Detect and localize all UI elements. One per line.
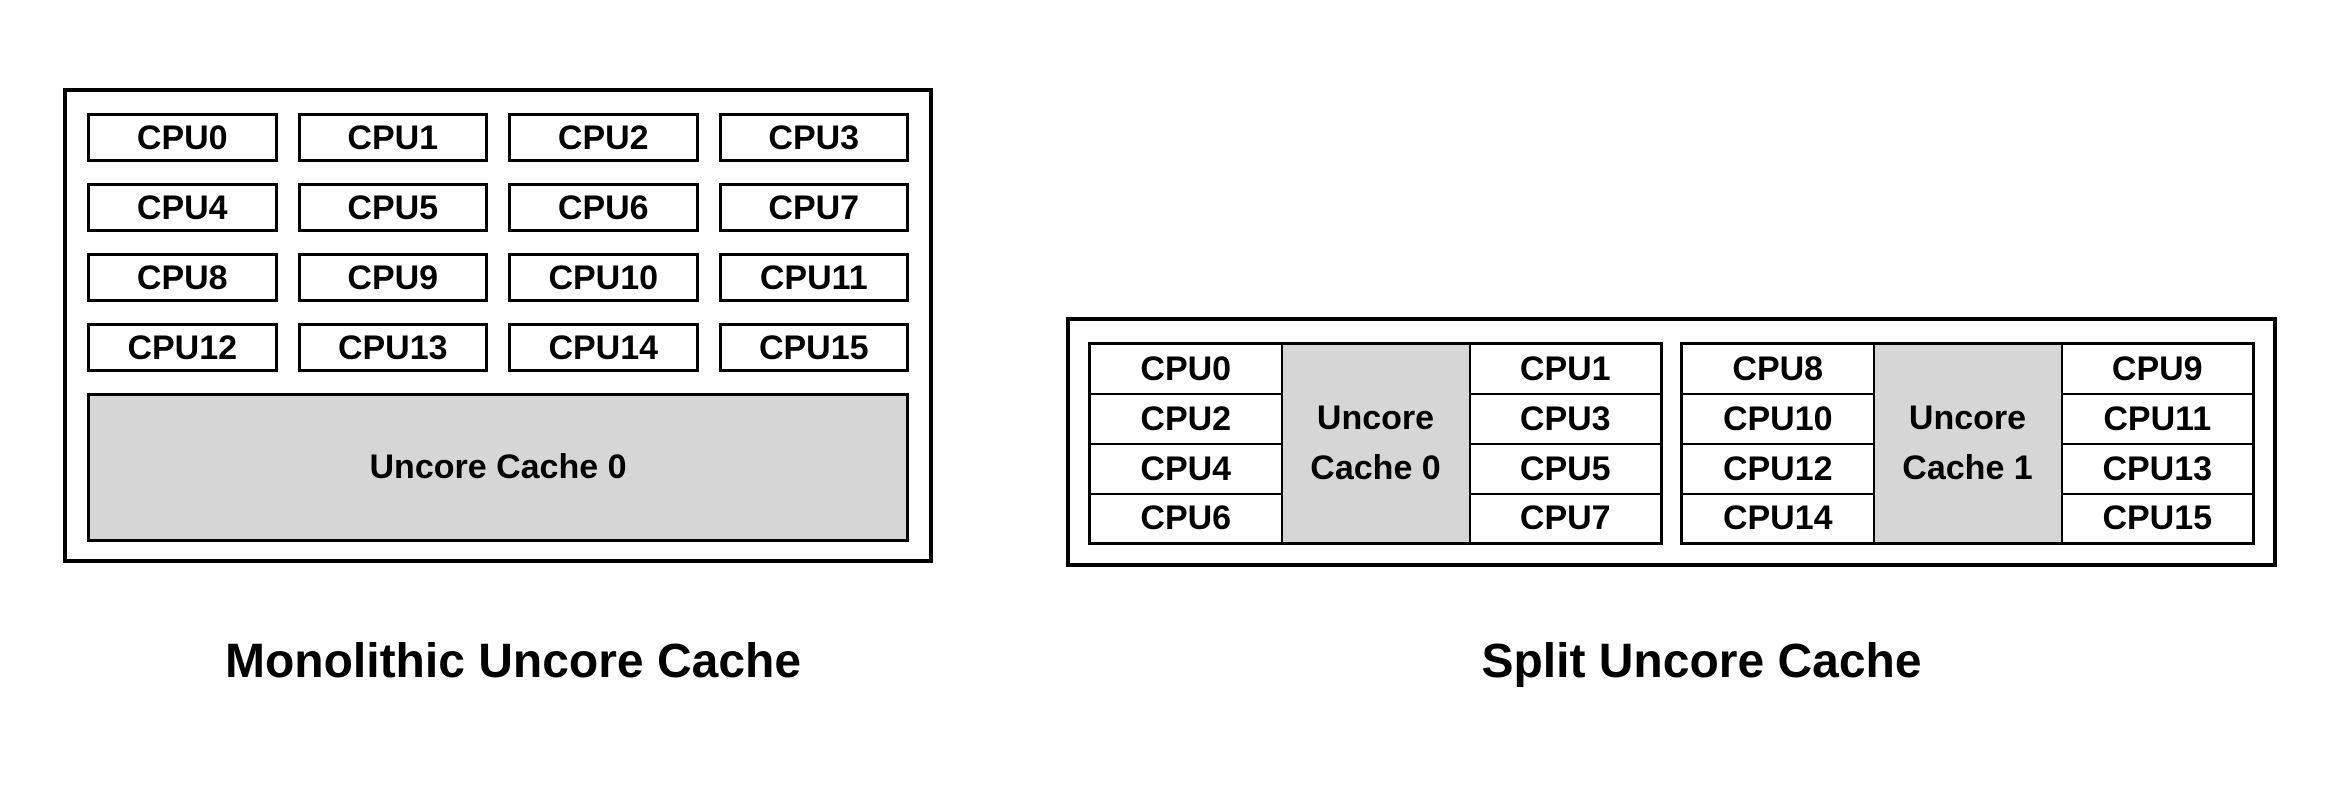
cpu-cell: CPU0: [1088, 342, 1283, 395]
cpu-cell: CPU5: [1468, 442, 1663, 495]
cpu-cell: CPU1: [1468, 342, 1663, 395]
monolithic-cpu-grid: CPU0 CPU1 CPU2 CPU3 CPU4 CPU5 CPU6 CPU7 …: [87, 113, 909, 372]
cpu-box: CPU6: [508, 183, 699, 232]
uncore-cache-0-box: Uncore Cache 0: [87, 393, 909, 542]
cpu-cell: CPU15: [2060, 492, 2255, 545]
cpu-cell: CPU8: [1680, 342, 1875, 395]
cpu-box: CPU1: [297, 113, 488, 162]
cpu-cell: CPU10: [1680, 392, 1875, 445]
cpu-cell: CPU2: [1088, 392, 1283, 445]
cpu-box: CPU7: [718, 183, 909, 232]
cpu-box: CPU14: [508, 323, 699, 372]
cpu-cell: CPU12: [1680, 442, 1875, 495]
split-diagram: CPU0 Uncore Cache 0 CPU1 CPU2 CPU3 CPU4 …: [1066, 317, 2277, 567]
cpu-box: CPU12: [87, 323, 278, 372]
cluster-table-1: CPU8 Uncore Cache 1 CPU9 CPU10 CPU11 CPU…: [1680, 342, 2255, 545]
cpu-box: CPU5: [297, 183, 488, 232]
split-caption: Split Uncore Cache: [1481, 635, 1922, 688]
cpu-box: CPU13: [297, 323, 488, 372]
cpu-box: CPU3: [718, 113, 909, 162]
cpu-box: CPU4: [87, 183, 278, 232]
cpu-cell: CPU9: [2060, 342, 2255, 395]
cluster-table-0: CPU0 Uncore Cache 0 CPU1 CPU2 CPU3 CPU4 …: [1088, 342, 1663, 545]
uncore-cache-0-cell: Uncore Cache 0: [1280, 342, 1471, 545]
uncore-cache-1-cell: Uncore Cache 1: [1872, 342, 2063, 545]
cpu-box: CPU2: [508, 113, 699, 162]
cpu-cell: CPU4: [1088, 442, 1283, 495]
cpu-cell: CPU3: [1468, 392, 1663, 445]
cpu-cell: CPU13: [2060, 442, 2255, 495]
cpu-box: CPU9: [297, 253, 488, 302]
cpu-cell: CPU7: [1468, 492, 1663, 545]
cpu-cell: CPU14: [1680, 492, 1875, 545]
monolithic-diagram: CPU0 CPU1 CPU2 CPU3 CPU4 CPU5 CPU6 CPU7 …: [63, 88, 933, 563]
monolithic-caption: Monolithic Uncore Cache: [224, 635, 802, 688]
cpu-box: CPU15: [718, 323, 909, 372]
cpu-cell: CPU11: [2060, 392, 2255, 445]
cpu-box: CPU8: [87, 253, 278, 302]
cpu-cell: CPU6: [1088, 492, 1283, 545]
cpu-box: CPU0: [87, 113, 278, 162]
cpu-box: CPU11: [718, 253, 909, 302]
cpu-box: CPU10: [508, 253, 699, 302]
